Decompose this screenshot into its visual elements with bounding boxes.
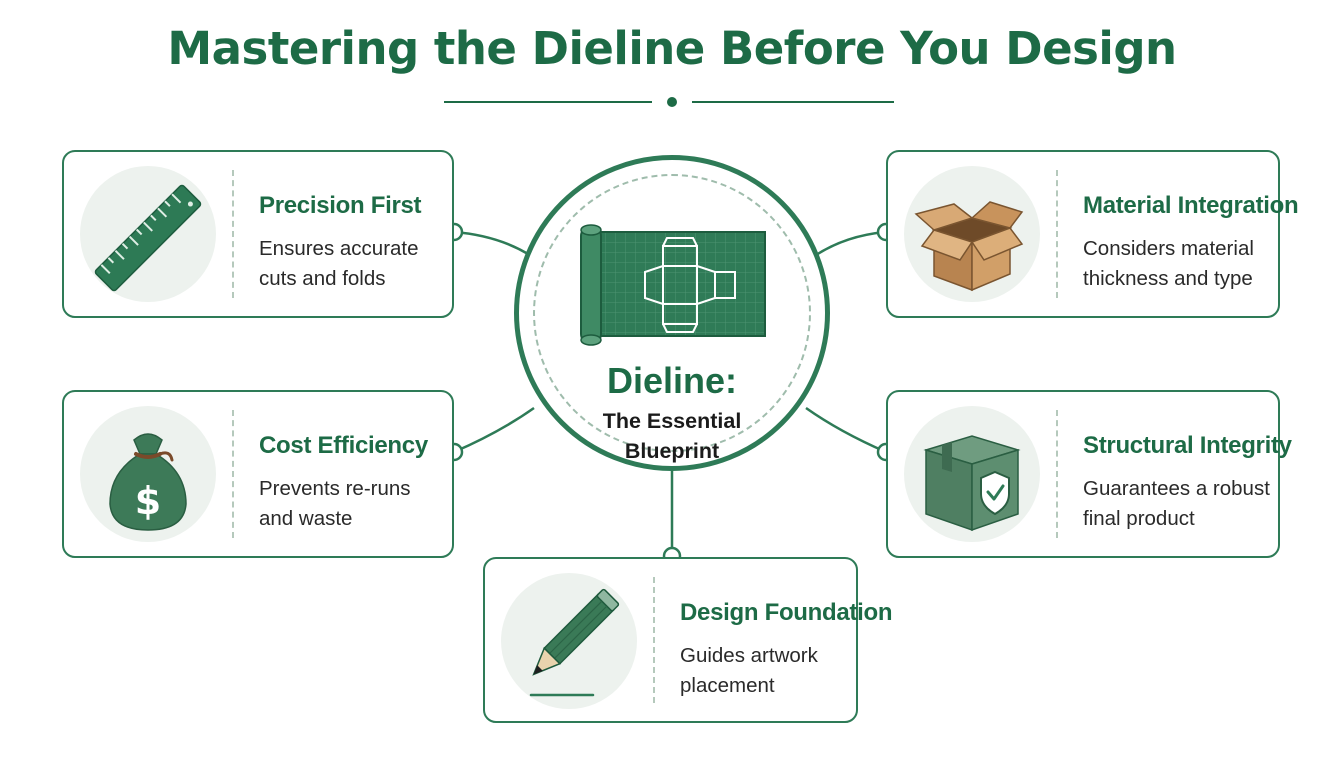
ruler-icon [94,184,202,292]
svg-text:$: $ [135,479,161,523]
card-divider [1056,170,1058,298]
card-divider [232,170,234,298]
icon-container [80,166,216,302]
card-structural-integrity: Structural Integrity Guarantees a robust… [886,390,1292,558]
central-dieline-node: Dieline: The Essential Blueprint [514,155,830,471]
icon-container [904,166,1040,302]
card-description: Guides artwork placement [680,644,818,697]
card-divider [1056,410,1058,538]
page-title: Mastering the Dieline Before You Design [167,22,1177,75]
center-title: Dieline: [606,360,738,401]
icon-container [501,573,637,709]
card-title: Material Integration [1083,192,1299,219]
card-divider [653,577,655,703]
card-description: Guarantees a robust final product [1083,477,1270,530]
card-precision-first: Precision First Ensures accurate cuts an… [62,150,454,318]
card-divider [232,410,234,538]
card-title: Structural Integrity [1083,432,1292,459]
shield-box-icon [923,435,1021,532]
card-material-integration: Material Integration Considers material … [886,150,1299,318]
card-title: Precision First [259,192,422,219]
money-bag-icon: $ [109,433,187,531]
card-title: Cost Efficiency [259,432,428,459]
card-design-foundation: Design Foundation Guides artwork placeme… [483,557,893,723]
open-box-icon [914,201,1024,292]
card-description: Ensures accurate cuts and folds [259,237,419,290]
dashed-ring [533,174,811,452]
icon-container [904,406,1040,542]
card-description: Prevents re-runs and waste [259,477,411,530]
icon-container: $ [80,406,216,542]
blueprint-icon [580,224,766,346]
card-description: Considers material thickness and type [1083,237,1254,290]
card-title: Design Foundation [680,599,893,626]
card-cost-efficiency: $ Cost Efficiency Prevents re-runs and w… [62,390,454,558]
pencil-icon [529,588,620,697]
center-subtitle: The Essential Blueprint [602,409,742,463]
